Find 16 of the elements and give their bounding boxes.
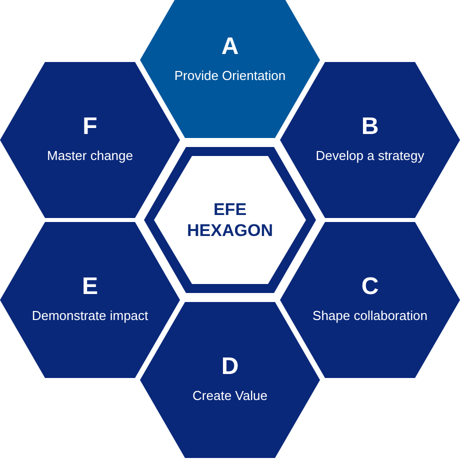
tile-label: Master change (47, 146, 133, 165)
tile-letter: A (221, 34, 239, 61)
tile-label: Provide Orientation (174, 66, 286, 85)
tile-letter: D (221, 354, 239, 381)
tile-letter: C (361, 274, 379, 301)
hexagon-tile (140, 0, 320, 138)
tile-label: Shape collaboration (312, 306, 428, 325)
hexagon-tile (0, 222, 180, 378)
tile-letter: F (82, 114, 98, 141)
tile-letter: E (82, 274, 98, 301)
tile-label: Develop a strategy (316, 146, 424, 165)
tile-label: Create Value (192, 386, 268, 405)
tile-letter: B (361, 114, 379, 141)
center-title: EFE HEXAGON (186, 198, 274, 242)
tile-label: Demonstrate impact (32, 306, 148, 325)
hexagon-tile (280, 222, 460, 378)
